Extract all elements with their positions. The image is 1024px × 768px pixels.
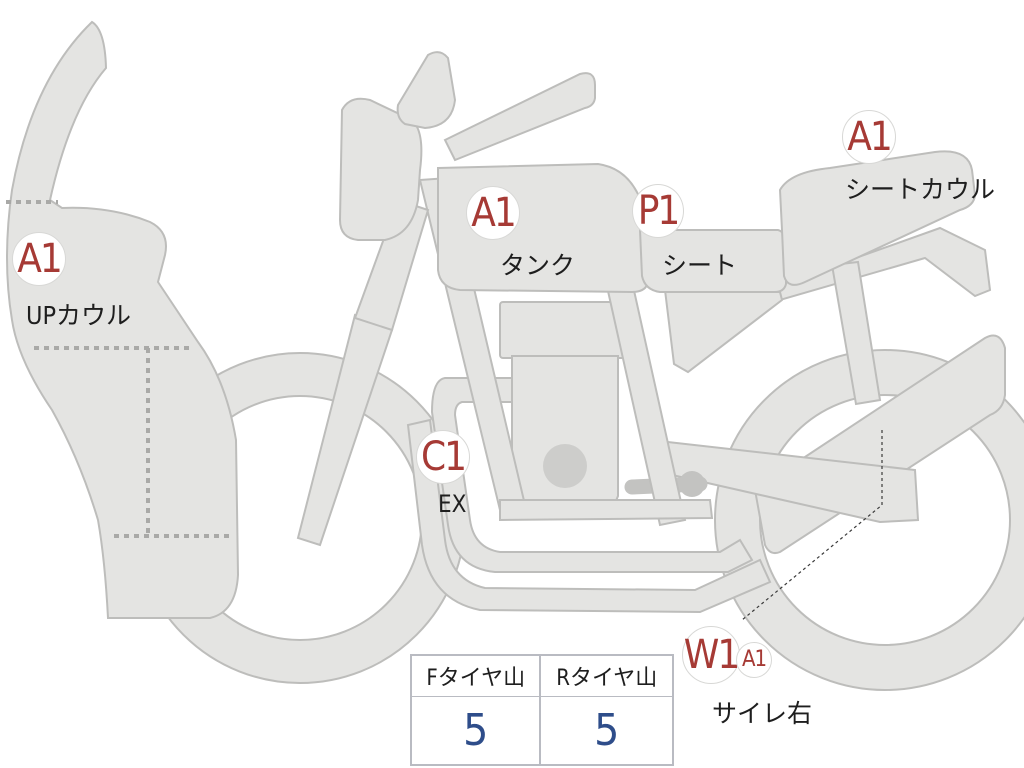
engine-head (499, 301, 631, 359)
tank-code-badge: A1 (466, 186, 520, 240)
seat-code-badge: P1 (632, 184, 684, 238)
rear-shock (830, 260, 882, 406)
meter (396, 51, 457, 130)
muffler-code-badge: W1 (682, 626, 740, 684)
tire-tread-grid: Fタイヤ山 Rタイヤ山 5 5 (409, 654, 674, 766)
upper-cowl (6, 20, 240, 619)
engine-cover (543, 444, 587, 488)
muffler-label: サイレ右 (712, 699, 813, 728)
footpeg-end (679, 471, 705, 497)
handlebar (443, 72, 596, 162)
rear-tire-header: Rタイヤ山 (539, 654, 674, 697)
upper-cowl-code-badge: A1 (12, 232, 66, 286)
exhaust-label: EX (438, 490, 467, 518)
exhaust-code-badge: C1 (416, 430, 470, 484)
muffler-leader-line (741, 430, 883, 621)
headlight (338, 97, 423, 241)
seat-cowl (778, 150, 977, 286)
tire-tread-table: Fタイヤ山 Rタイヤ山 5 5 (409, 654, 674, 766)
tank-label: タンク (500, 251, 576, 280)
seat-label: シート (662, 251, 738, 280)
fork-upper (353, 198, 430, 332)
muffler-code-sub-badge: A1 (736, 642, 772, 678)
rear-tire-value: 5 (539, 696, 673, 765)
front-tire-value: 5 (409, 696, 541, 765)
exhaust-pipe-lower (406, 418, 772, 614)
frame-lower (499, 499, 714, 522)
seat-cowl-code-badge: A1 (842, 110, 896, 164)
exhaust-pipe-upper (430, 377, 754, 573)
side-panel (663, 288, 784, 374)
rear-subframe (757, 226, 992, 302)
upper-cowl-label: UPカウル (26, 301, 132, 330)
seat-cowl-label: シートカウル (845, 175, 996, 204)
front-tire-header: Fタイヤ山 (409, 654, 542, 697)
